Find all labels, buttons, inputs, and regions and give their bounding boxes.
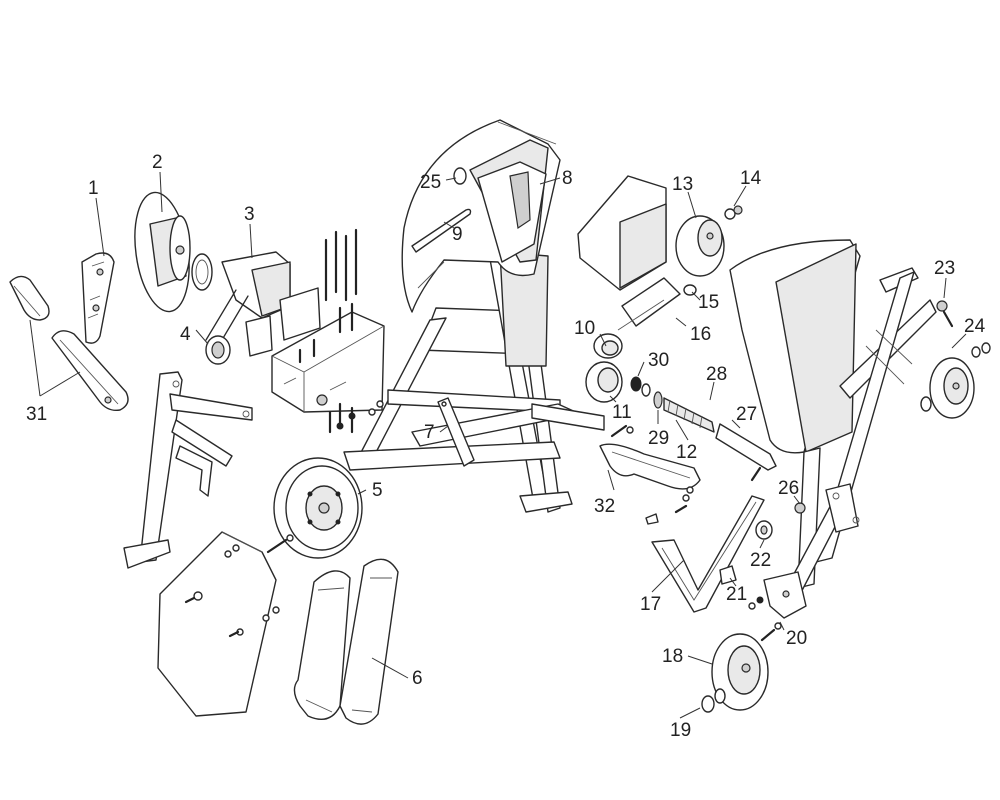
callout-25: 25 [420, 172, 441, 193]
callout-18: 18 [662, 646, 683, 667]
part-32-guard-arm [599, 443, 701, 514]
part-27-shaft [715, 423, 777, 471]
part-19-washers [701, 688, 726, 713]
callout-14: 14 [740, 168, 762, 189]
callout-32: 32 [594, 496, 615, 517]
part-29-spring-washer [653, 391, 663, 409]
callout-17: 17 [640, 594, 661, 615]
callout-29: 29 [648, 428, 669, 449]
callout-2: 2 [152, 152, 163, 173]
part-3-gearbox [205, 251, 321, 357]
motor-hood [577, 175, 667, 291]
part-20-bracket [748, 571, 807, 642]
callout-labels: 1 2 3 4 5 6 7 8 9 10 11 12 13 14 15 16 1… [26, 152, 986, 741]
part-12-bolt [610, 424, 634, 438]
part-17-l-bracket [651, 466, 765, 613]
main-a-frame [343, 245, 605, 513]
part-14-washers [724, 205, 743, 220]
leader-lines [29, 171, 967, 719]
callout-11: 11 [612, 402, 632, 423]
part-6-vbelts [293, 558, 399, 725]
part-16-shaft-tube [617, 277, 681, 331]
callout-16: 16 [690, 324, 711, 345]
part-30-seal [630, 376, 651, 397]
callout-6: 6 [412, 668, 423, 689]
part-28-roller [663, 397, 715, 433]
mount-bolts [298, 228, 384, 434]
part-9-slot [411, 208, 472, 253]
part-25-washer [453, 167, 467, 185]
part-18-wheel [711, 633, 769, 711]
callout-10: 10 [574, 318, 595, 339]
callout-24: 24 [964, 316, 986, 337]
part-24-wheel [920, 342, 991, 419]
callout-7: 7 [424, 422, 435, 443]
part-13-motor-end [675, 215, 725, 277]
part-2-ring [191, 253, 213, 291]
part-26-nut [794, 502, 806, 514]
callout-15: 15 [698, 292, 719, 313]
part-21-block [719, 565, 737, 585]
callout-19: 19 [670, 720, 691, 741]
part-4-bearing [205, 335, 231, 365]
belt-cover-plate [157, 531, 280, 717]
callout-28: 28 [706, 364, 727, 385]
callout-20: 20 [786, 628, 807, 649]
part-2-pulley-housing [134, 191, 191, 313]
part-7-brace [437, 397, 475, 467]
part-31-tubes [9, 275, 129, 412]
part-23-bolt [936, 300, 954, 328]
part-10-disc [593, 333, 623, 359]
callout-9: 9 [452, 224, 463, 245]
part-1-bracket [81, 252, 115, 344]
callout-3: 3 [244, 204, 255, 225]
callout-5: 5 [372, 480, 383, 501]
callout-1: 1 [88, 178, 99, 199]
callout-12: 12 [676, 442, 697, 463]
part-11-pulley [585, 361, 623, 403]
hitch-linkage [123, 371, 253, 569]
callout-23: 23 [934, 258, 955, 279]
callout-21: 21 [726, 584, 747, 605]
callout-30: 30 [648, 350, 669, 371]
callout-26: 26 [778, 478, 799, 499]
callout-27: 27 [736, 404, 757, 425]
part-22-bushing [755, 520, 773, 540]
part-8-guard-plate [477, 161, 547, 263]
callout-4: 4 [180, 324, 191, 345]
part-5-large-pulley [273, 457, 363, 559]
callout-31: 31 [26, 404, 47, 425]
callout-13: 13 [672, 174, 693, 195]
pulley-bolt [266, 534, 294, 554]
callout-22: 22 [750, 550, 771, 571]
small-bolt-17 [645, 513, 659, 525]
callout-8: 8 [562, 168, 573, 189]
